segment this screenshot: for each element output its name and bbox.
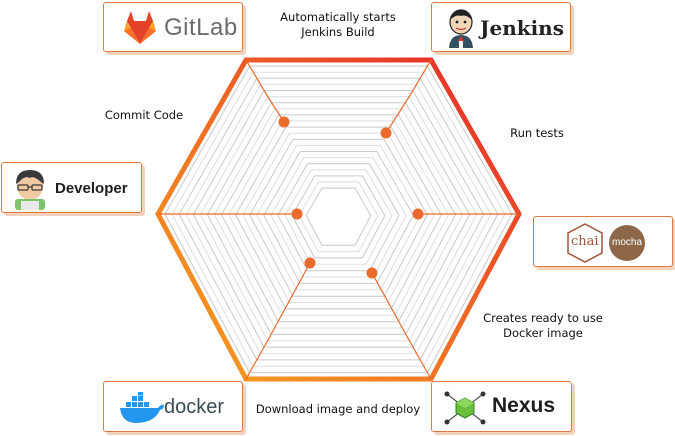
docker-whale-icon <box>120 392 164 423</box>
docker-label: docker <box>164 396 225 418</box>
gitlab-fox-icon <box>124 11 156 44</box>
connector-docker <box>245 262 311 380</box>
node-gitlab <box>278 116 290 128</box>
nexus-box: Nexus <box>431 381 572 432</box>
connector-gitlab <box>245 59 285 123</box>
step-docker-image-line2: Docker image <box>503 326 583 340</box>
gitlab-label: GitLab <box>164 14 238 41</box>
developer-box: Developer <box>1 162 142 213</box>
hexagon-outer-border <box>155 57 522 382</box>
step-auto-build-line1: Automatically starts <box>280 10 396 24</box>
gitlab-box: GitLab <box>103 2 243 52</box>
jenkins-label: Jenkins <box>480 16 564 40</box>
hexagon-ring <box>235 126 442 310</box>
step-docker-image-line1: Creates ready to use <box>483 311 603 325</box>
node-developer <box>291 208 303 220</box>
hexagon-ring <box>206 102 471 335</box>
nexus-cube-icon <box>444 391 486 425</box>
node-jenkins <box>380 127 392 139</box>
hexagon-ring <box>298 181 379 253</box>
connector-jenkins <box>385 59 432 134</box>
step-download-deploy: Download image and deploy <box>255 402 421 416</box>
mocha-label: mocha <box>612 237 643 248</box>
node-testing <box>412 208 424 220</box>
step-commit: Commit Code <box>104 108 184 122</box>
connector-nexus <box>371 272 432 380</box>
docker-box: docker <box>103 381 243 432</box>
chai-label: chai <box>571 234 599 249</box>
hexagon-ring <box>305 187 372 246</box>
jenkins-box: Jenkins <box>431 2 571 52</box>
nexus-label: Nexus <box>492 394 556 417</box>
node-docker <box>304 257 316 269</box>
step-auto-build-line2: Jenkins Build <box>301 25 375 39</box>
developer-label: Developer <box>55 180 128 197</box>
hexagon-ring <box>256 144 421 291</box>
node-nexus <box>366 267 378 279</box>
hexagon-ring <box>263 151 414 284</box>
mocha-circle-icon <box>609 225 645 261</box>
developer-avatar-icon <box>15 170 45 210</box>
step-auto-build: Automatically starts Jenkins Build <box>263 10 413 40</box>
hexagon-ring <box>249 138 428 297</box>
jenkins-butler-icon <box>449 9 473 48</box>
step-run-tests: Run tests <box>510 126 564 140</box>
hexagon-ring <box>284 169 393 265</box>
testing-box: chai mocha <box>533 216 673 267</box>
chai-hexagon-icon <box>567 223 603 263</box>
step-docker-image: Creates ready to use Docker image <box>473 311 613 341</box>
